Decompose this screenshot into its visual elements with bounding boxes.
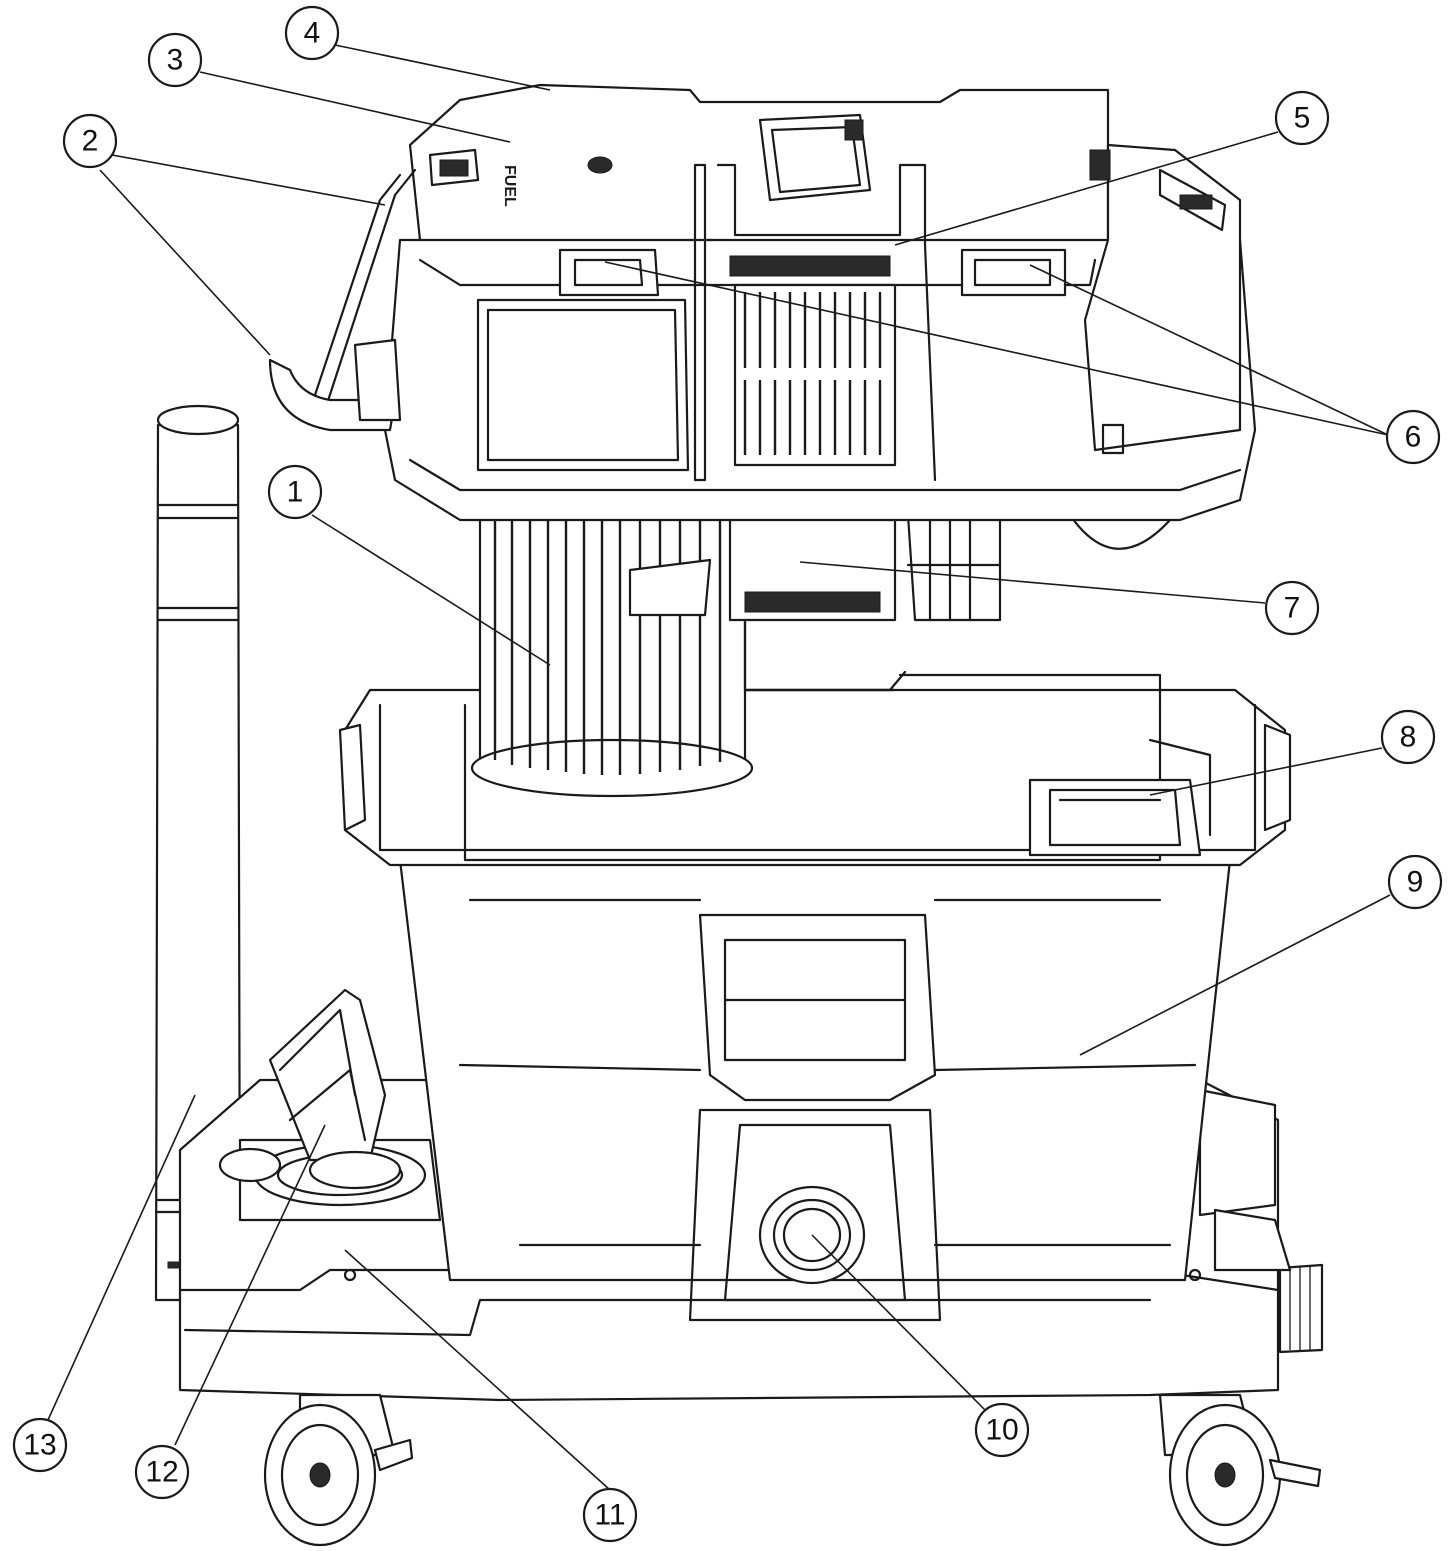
svg-text:13: 13 — [23, 1429, 56, 1462]
svg-text:7: 7 — [1284, 592, 1301, 625]
svg-text:9: 9 — [1407, 866, 1424, 899]
leader-8 — [1149, 747, 1383, 796]
leader-5 — [894, 131, 1279, 246]
callout-9: 9 — [1387, 854, 1443, 910]
leader-4 — [334, 44, 551, 91]
callout-10: 10 — [974, 1402, 1030, 1458]
svg-text:3: 3 — [167, 44, 184, 77]
leader-9 — [1079, 894, 1391, 1056]
svg-text:8: 8 — [1400, 721, 1417, 754]
leader-1 — [311, 514, 551, 666]
callout-12: 12 — [134, 1444, 190, 1500]
powerhead: FUEL — [268, 83, 1257, 522]
leader-12 — [174, 1124, 326, 1446]
leader-7 — [799, 561, 1266, 604]
callout-4: 4 — [284, 5, 340, 61]
callout-5: 5 — [1274, 90, 1330, 146]
callout-3: 3 — [147, 32, 203, 88]
fuel-logo: FUEL — [501, 165, 518, 207]
vent-grille — [743, 292, 882, 455]
leader-13 — [47, 1094, 196, 1421]
leader-6b — [1029, 264, 1389, 436]
svg-text:2: 2 — [82, 125, 99, 158]
leader-3 — [199, 71, 511, 143]
callout-1: 1 — [267, 464, 323, 520]
leader-2b — [99, 169, 271, 356]
leader-10 — [811, 1234, 986, 1411]
svg-text:4: 4 — [304, 17, 321, 50]
filter-cartridge — [470, 513, 754, 798]
callout-8: 8 — [1380, 709, 1436, 765]
left-caster-wheel — [263, 1393, 414, 1547]
callout-11: 11 — [582, 1487, 638, 1543]
svg-text:5: 5 — [1294, 102, 1311, 135]
svg-text:FUEL: FUEL — [501, 165, 518, 207]
svg-text:10: 10 — [985, 1414, 1018, 1447]
callout-2: 2 — [62, 113, 118, 169]
leader-2a — [111, 154, 386, 206]
right-caster-wheel — [1158, 1208, 1322, 1547]
leader-6a — [604, 261, 1389, 436]
callout-7: 7 — [1264, 580, 1320, 636]
leader-11 — [344, 1249, 611, 1491]
crevice-tool — [268, 988, 402, 1190]
svg-text:1: 1 — [287, 476, 304, 509]
svg-text:6: 6 — [1405, 421, 1422, 454]
callout-6: 6 — [1385, 409, 1441, 465]
svg-text:12: 12 — [145, 1456, 178, 1489]
svg-text:11: 11 — [594, 1499, 625, 1532]
callout-13: 13 — [12, 1417, 68, 1473]
leader-lines — [47, 44, 1391, 1491]
